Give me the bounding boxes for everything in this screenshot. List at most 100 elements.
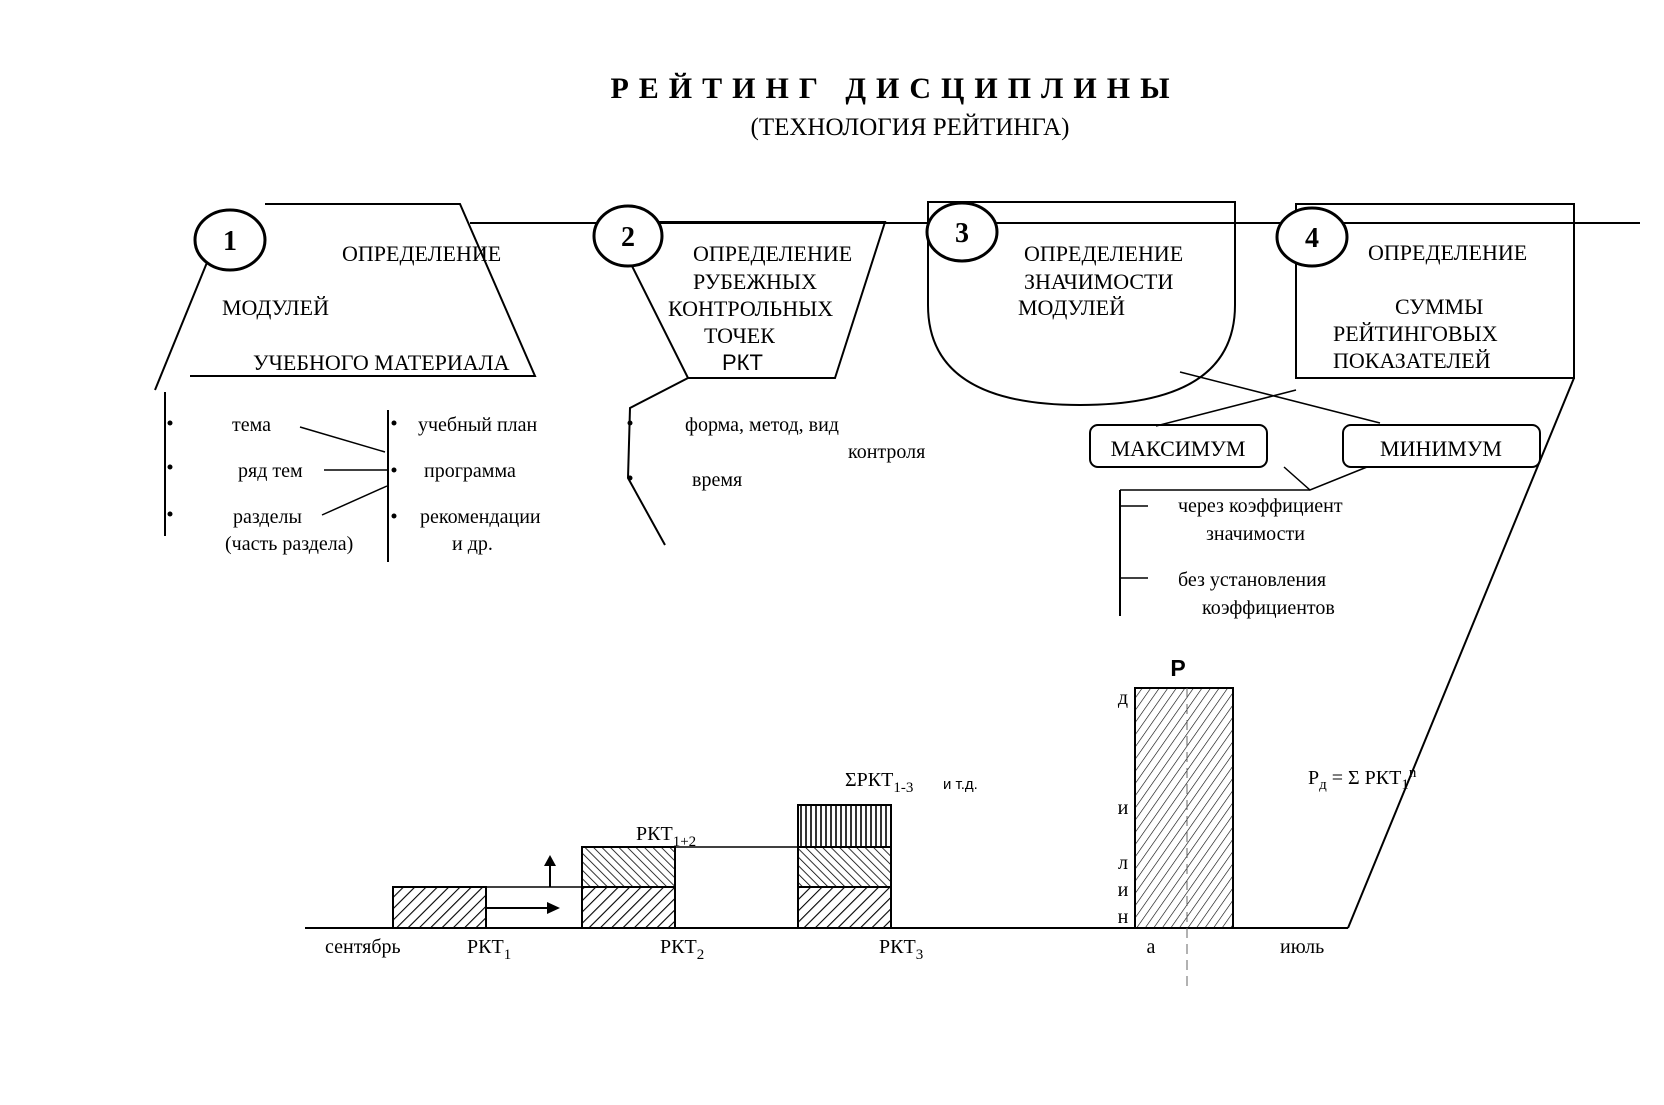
control-form: форма, метод, вид (685, 414, 839, 436)
max-link (1155, 389, 1297, 427)
step4-line3: РЕЙТИНГОВЫХ (1333, 321, 1498, 346)
step2-line2: РУБЕЖНЫХ (693, 269, 817, 294)
max-box (1089, 424, 1268, 468)
rkt3-block-lower (797, 886, 892, 929)
step2-number: 2 (621, 222, 635, 253)
diagram-title: РЕЙТИНГ ДИСЦИПЛИНЫ (610, 72, 1179, 105)
step1-badge (193, 208, 267, 272)
formula-sub2: 1 (1401, 777, 1409, 793)
source-other: и др. (452, 533, 493, 555)
step1-line3: УЧЕБНОГО МАТЕРИАЛА (253, 350, 510, 375)
unit-link (299, 426, 386, 453)
formula-sup: n (1409, 765, 1417, 781)
step4-line1: ОПРЕДЕЛЕНИЕ (1368, 240, 1527, 265)
control-time: время (692, 469, 742, 491)
formula-mid: = Σ РКТ (1327, 767, 1402, 789)
rkt12-label: РКТ1+2 (636, 823, 696, 850)
rkt3-base: РКТ (879, 936, 916, 958)
step4-shape (1295, 203, 1575, 379)
step2-shape (608, 221, 887, 379)
step1-left-edge (154, 259, 209, 391)
progress-arrow-right-head (547, 902, 560, 914)
final-rating-label: Р (1170, 655, 1185, 681)
discipline-letter: и (1118, 879, 1129, 901)
rkt12-base: РКТ (636, 823, 673, 845)
progress-arrow-up-head (544, 855, 556, 866)
step4-number: 4 (1305, 223, 1319, 254)
step3-number: 3 (955, 218, 969, 249)
source-recommendations: рекомендации (420, 506, 541, 528)
discipline-letter: л (1118, 852, 1128, 874)
unit-section-part: (часть раздела) (225, 533, 353, 555)
rkt1-base: РКТ (467, 936, 504, 958)
rating-formula: Рд = Σ РКТ1n (1308, 765, 1417, 793)
rkt1-sub: 1 (504, 947, 512, 963)
rkt2-block-upper (581, 846, 676, 888)
min-link (1179, 371, 1381, 424)
step3-line3: МОДУЛЕЙ (1018, 295, 1125, 320)
rkt2-base: РКТ (660, 936, 697, 958)
funnel-edge (1347, 377, 1575, 929)
min-label: МИНИМУМ (1380, 436, 1502, 461)
step3-badge (925, 201, 999, 263)
step3-line2: ЗНАЧИМОСТИ (1024, 269, 1173, 294)
step4-line4: ПОКАЗАТЕЛЕЙ (1333, 348, 1491, 373)
rkt2-block-lower (581, 886, 676, 929)
rkt2-sub: 2 (697, 947, 705, 963)
step1-shape (190, 203, 537, 377)
control-form-cont: контроля (848, 441, 925, 463)
step2-line4: ТОЧЕК (704, 323, 775, 348)
limits-join (1283, 466, 1368, 491)
step4-line2: СУММЫ (1395, 294, 1483, 319)
step1-line2: МОДУЛЕЙ (222, 295, 329, 320)
sources-bullet (391, 513, 397, 519)
rkt13-base: ΣРКТ (845, 769, 893, 791)
method-none-cont: коэффициентов (1202, 597, 1335, 619)
control-bracket (626, 377, 689, 546)
unit-topic: тема (232, 414, 271, 436)
formula-left: Р (1308, 767, 1319, 789)
max-label: МАКСИМУМ (1111, 436, 1246, 461)
unit-topic-series: ряд тем (238, 460, 303, 482)
unit-sections: разделы (233, 506, 302, 528)
step3-shape (927, 201, 1236, 407)
formula-sub: д (1319, 777, 1327, 793)
final-rating-bar (1134, 687, 1234, 929)
step1-line1: ОПРЕДЕЛЕНИЕ (342, 241, 501, 266)
rkt1-label: РКТ1 (467, 936, 511, 963)
rkt3-block-middle (797, 846, 892, 888)
source-program: программа (424, 460, 516, 482)
diagram-subtitle: (ТЕХНОЛОГИЯ РЕЙТИНГА) (751, 113, 1070, 141)
method-coef-cont: значимости (1206, 523, 1305, 545)
units-bullet (167, 420, 173, 426)
timeline-start: сентябрь (325, 936, 401, 958)
timeline-end: июль (1280, 936, 1324, 958)
step4-badge (1275, 206, 1349, 268)
discipline-letter: н (1118, 906, 1129, 928)
etc-label: и т.д. (943, 776, 978, 793)
control-bullet (627, 420, 633, 426)
rkt12-sub: 1+2 (673, 834, 696, 850)
step2-badge (592, 204, 664, 268)
step2-line3: КОНТРОЛЬНЫХ (668, 296, 833, 321)
unit-link (321, 485, 388, 516)
rkt13-sub: 1-3 (893, 780, 913, 796)
rkt1-block (392, 886, 487, 929)
method-coef: через коэффициент (1178, 495, 1343, 517)
sources-bullet (391, 467, 397, 473)
method-none: без установления (1178, 569, 1326, 591)
rkt13-label: ΣРКТ1-3 (845, 769, 913, 796)
step3-line1: ОПРЕДЕЛЕНИЕ (1024, 241, 1183, 266)
control-bullet (627, 475, 633, 481)
step2-line1: ОПРЕДЕЛЕНИЕ (693, 241, 852, 266)
discipline-letter: а (1147, 936, 1156, 958)
rkt2-label: РКТ2 (660, 936, 704, 963)
discipline-letter: д (1118, 687, 1128, 709)
units-bullet (167, 464, 173, 470)
step2-line5: РКТ (722, 350, 763, 375)
source-curriculum: учебный план (418, 414, 538, 436)
rkt3-sub: 3 (916, 947, 924, 963)
step1-number: 1 (223, 226, 237, 257)
